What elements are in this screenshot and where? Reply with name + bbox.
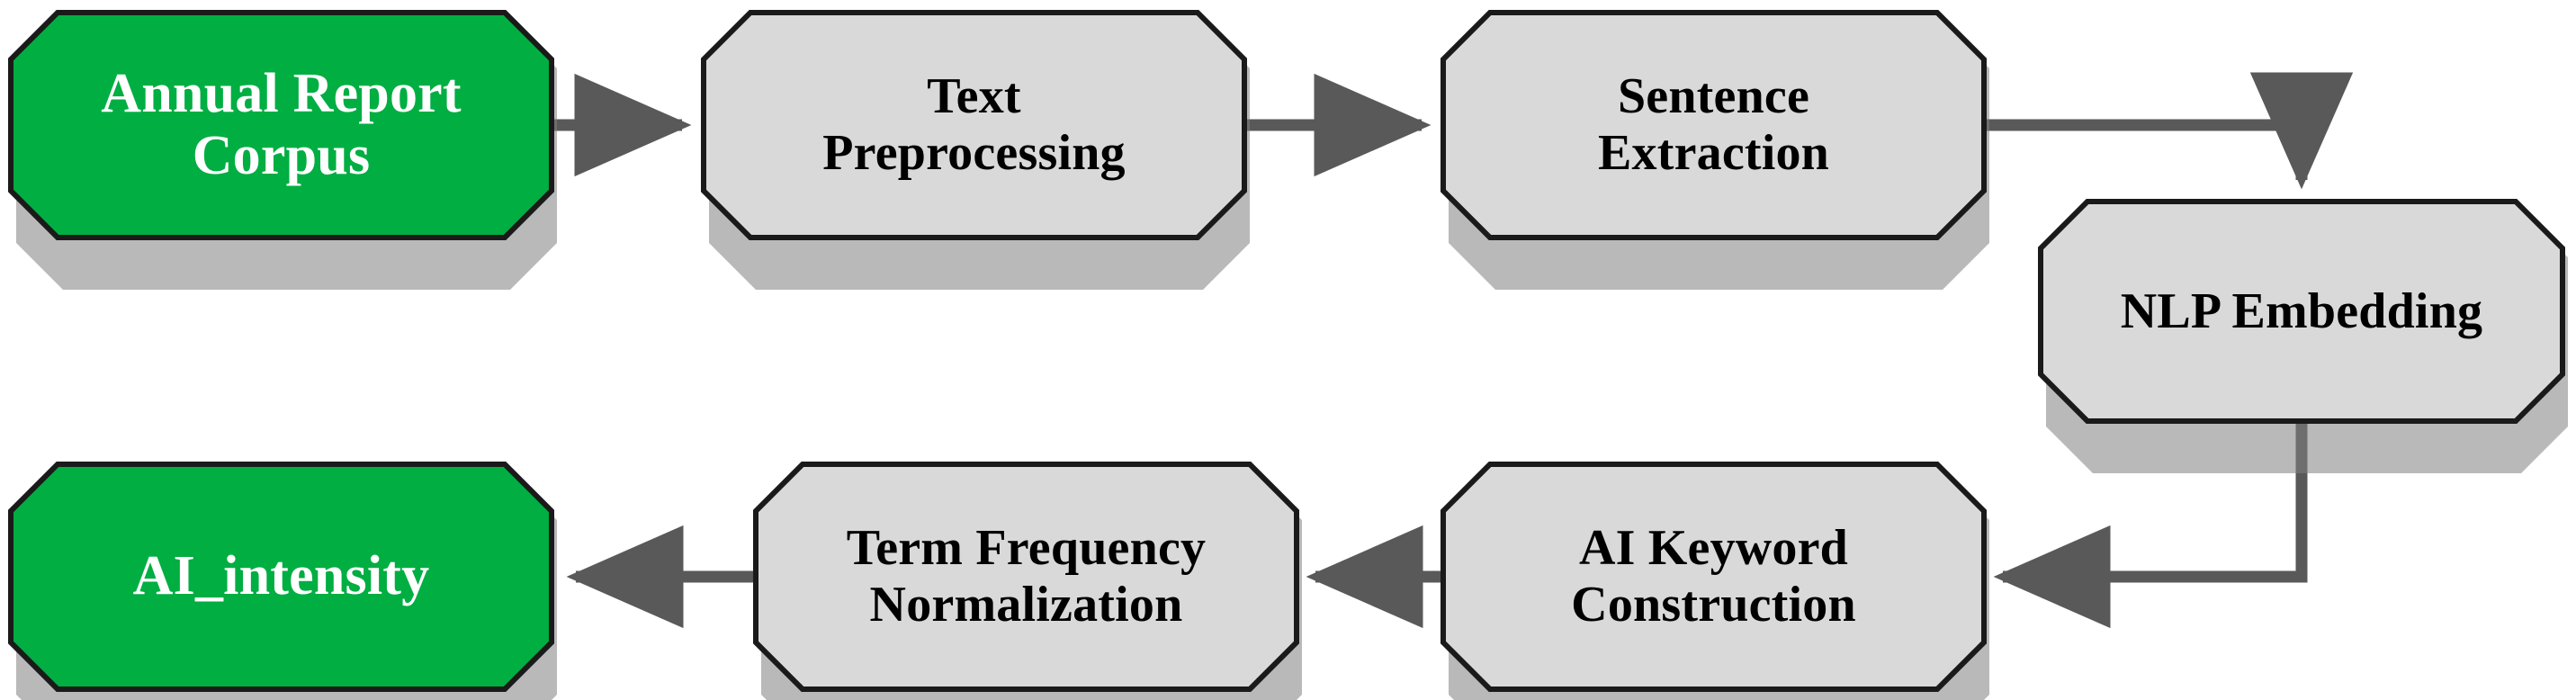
node-nlp-embedding[interactable] [2038,199,2568,473]
node-shape-octagon [701,10,1247,240]
node-shape-octagon [753,462,1299,692]
edge-extraction-to-embedding [1979,72,2354,190]
nodes-layer [8,10,2568,700]
node-shape-octagon [2038,199,2565,424]
node-ai-keyword-construction[interactable] [1441,462,1989,700]
node-text-preprocessing[interactable] [701,10,1250,290]
node-sentence-extraction[interactable] [1441,10,1989,290]
node-ai-intensity[interactable] [8,462,557,700]
node-shape-octagon [1441,462,1987,692]
node-shape-octagon [8,462,554,692]
node-annual-report-corpus[interactable] [8,10,557,290]
node-term-frequency-normalization[interactable] [753,462,1302,700]
node-shape-octagon [8,10,554,240]
node-shape-octagon [1441,10,1987,240]
